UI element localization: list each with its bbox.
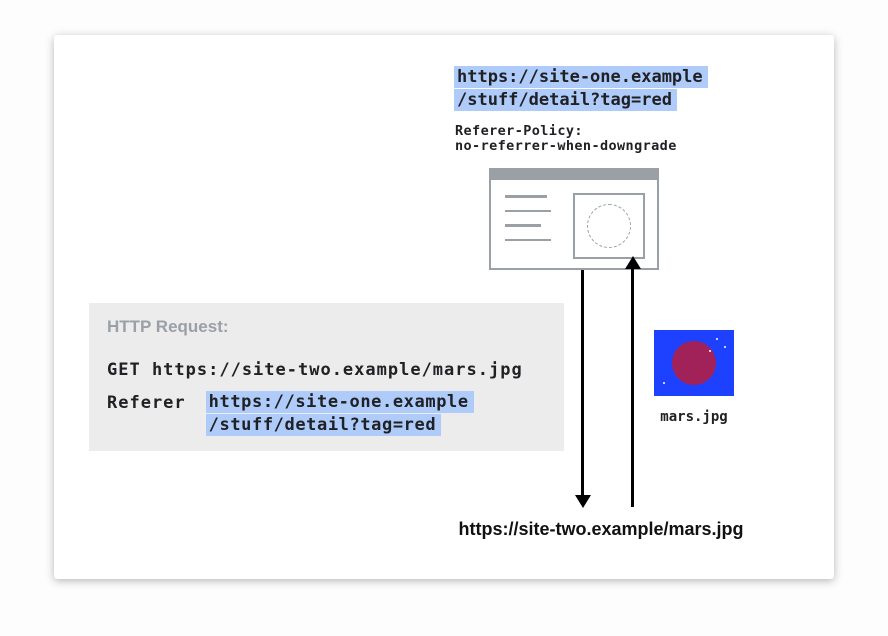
- mars-image-thumbnail: [654, 330, 734, 396]
- star-dot: [663, 382, 665, 384]
- referer-url-value: https://site-one.example /stuff/detail?t…: [205, 391, 474, 437]
- referrer-policy-label: Referer-Policy:: [455, 123, 583, 139]
- star-dot: [724, 346, 726, 348]
- arrowhead-up: [624, 256, 641, 269]
- referer-header-label: Referer: [107, 393, 186, 413]
- referer-url-line2: /stuff/detail?tag=red: [205, 414, 442, 436]
- referer-url-line1: https://site-one.example: [205, 391, 474, 413]
- referrer-policy-value: no-referrer-when-downgrade: [455, 138, 677, 154]
- get-request-line: GET https://site-two.example/mars.jpg: [107, 360, 523, 380]
- browser-body: [491, 180, 657, 259]
- text-line: [505, 195, 547, 198]
- referer-row: Referer https://site-one.example /stuff/…: [107, 391, 546, 437]
- star-dot: [709, 350, 711, 352]
- response-arrow-up-icon: [624, 256, 641, 507]
- site-two-url: https://site-two.example/mars.jpg: [458, 519, 744, 539]
- mars-planet-icon: [672, 341, 716, 385]
- site-one-url-line2: /stuff/detail?tag=red: [454, 89, 677, 111]
- referrer-policy-annotation: Referer-Policy: no-referrer-when-downgra…: [455, 124, 677, 154]
- arrow-shaft: [631, 269, 634, 507]
- browser-text-lines: [505, 193, 551, 259]
- text-line: [505, 238, 551, 241]
- arrow-shaft: [581, 270, 584, 495]
- http-request-panel: HTTP Request: GET https://site-two.examp…: [89, 303, 564, 451]
- browser-titlebar: [491, 170, 657, 180]
- arrowhead-down: [574, 495, 591, 508]
- request-arrow-down-icon: [574, 270, 591, 508]
- site-one-url: https://site-one.example /stuff/detail?t…: [454, 66, 708, 112]
- dashed-circle-icon: [587, 204, 631, 248]
- star-dot: [716, 338, 718, 340]
- text-line: [505, 224, 541, 227]
- text-line: [505, 209, 551, 212]
- site-one-url-line1: https://site-one.example: [454, 66, 708, 88]
- http-request-title: HTTP Request:: [107, 317, 229, 336]
- diagram-card: https://site-one.example /stuff/detail?t…: [54, 35, 834, 579]
- browser-image-placeholder: [573, 193, 645, 259]
- mars-image-label: mars.jpg: [660, 409, 728, 425]
- browser-window: [489, 168, 659, 270]
